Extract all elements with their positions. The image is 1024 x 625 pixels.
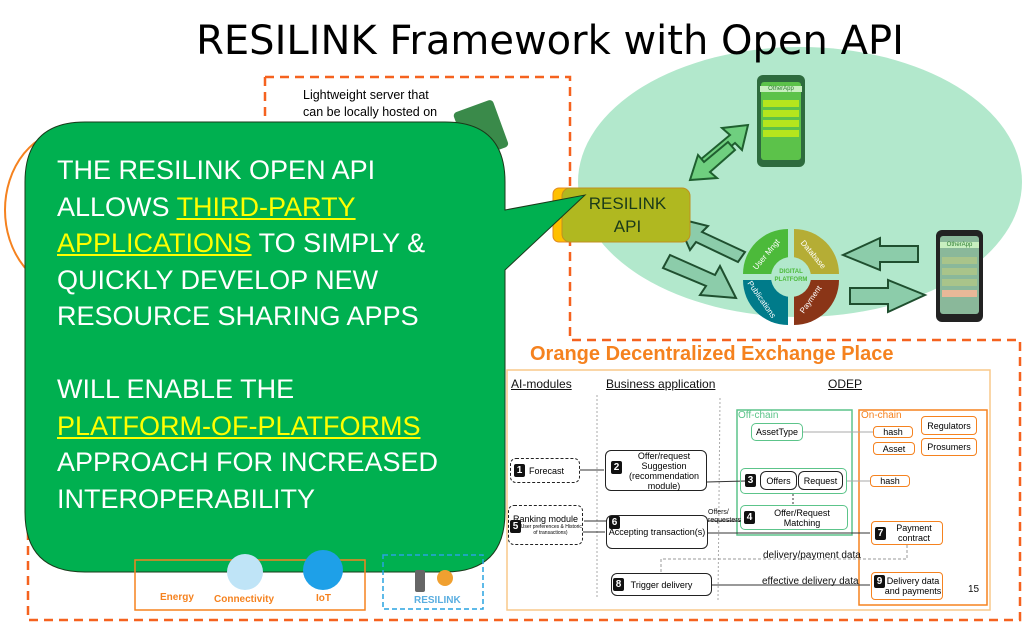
edge-label-effective: effective delivery data — [762, 576, 859, 587]
digital-platform-donut — [743, 229, 839, 325]
iot-icon — [303, 550, 343, 590]
api-label-line: API — [613, 217, 642, 236]
step-accepting: Accepting transaction(s) — [606, 515, 708, 549]
page-number: 15 — [968, 584, 980, 595]
step-number: 3 — [745, 474, 756, 487]
step-number: 5 — [510, 520, 521, 533]
resilink-app-frame — [382, 554, 484, 610]
slide-title: RESILINK Framework with Open API — [196, 18, 904, 64]
callout-text-part: THE RESILINK OPEN API ALLOWS — [57, 155, 376, 222]
arrow-from-api-1 — [688, 140, 737, 182]
phone-app-label: OtherApp — [760, 86, 802, 92]
step-text: Accepting transaction(s) — [608, 527, 706, 537]
callout-text-part: TO SIMPLY & QUICKLY DEVELOP NEW RESOURCE… — [57, 228, 426, 404]
offers-box: Offers — [760, 471, 797, 490]
edge-label-delivery-payment: delivery/payment data — [763, 550, 861, 561]
step-suggestion: Offer/request Suggestion (recommendation… — [605, 450, 707, 491]
edge-label-offers: Offers/ requesters — [708, 509, 742, 524]
assettype-box: AssetType — [751, 423, 803, 441]
arrow-api-platform — [661, 253, 738, 300]
callout-highlight: APPLICATIONS — [57, 228, 252, 258]
platform-center-label: DIGITAL PLATFORM — [774, 269, 808, 283]
step-matching: Offer/Request Matching — [740, 505, 848, 530]
service-connectivity: Connectivity — [214, 594, 275, 605]
step-number: 8 — [613, 578, 624, 591]
phone-app-label: OtherApp — [940, 242, 979, 248]
step-number: 4 — [744, 511, 755, 524]
offers-request-group — [740, 468, 847, 494]
resilink-app-label: RESILINK — [414, 595, 461, 606]
api-label-line: RESILINK — [588, 194, 667, 213]
onchain-label: On-chain — [861, 410, 902, 421]
arrow-platform-phone — [849, 278, 928, 314]
server-dashed-border — [26, 75, 1022, 622]
column-odep: ODEP — [828, 377, 863, 391]
odep-frame — [506, 369, 991, 611]
callout-bubble — [24, 121, 587, 573]
service-energy: Energy — [160, 592, 194, 603]
callout-text: THE RESILINK OPEN API ALLOWS THIRD-PARTY… — [57, 152, 438, 517]
column-business-application: Business application — [606, 377, 716, 391]
prosumers-box: Prosumers — [921, 438, 977, 456]
step-subtext: (User preferences & Historic of transact… — [519, 524, 582, 536]
resilink-api-label: RESILINK API — [570, 192, 685, 238]
hash-box: hash — [873, 426, 913, 438]
server-note-line: Lightweight server that — [303, 88, 429, 102]
step-number: 7 — [875, 527, 886, 540]
asset-box: Asset — [873, 442, 915, 455]
step-number: 2 — [611, 461, 622, 474]
step-text: Offer/request Suggestion (recommendation… — [628, 450, 700, 491]
regulators-box: Regulators — [921, 416, 977, 435]
arrow-phone-platform — [840, 236, 919, 272]
column-ai-modules: AI-modules — [511, 377, 572, 391]
service-iot: IoT — [316, 593, 331, 604]
step-text: Forecast — [529, 465, 565, 476]
request-box: Request — [798, 471, 843, 490]
offchain-label: Off-chain — [738, 410, 779, 421]
farmer-icon — [437, 570, 453, 586]
connectivity-icon — [227, 554, 263, 590]
arrow-platform-api — [674, 216, 747, 264]
step-text: Ranking module — [512, 514, 579, 524]
step-payment-contract: Payment contract — [871, 521, 943, 545]
callout-highlight: PLATFORM-OF-PLATFORMS — [57, 410, 421, 441]
odep-heading: Orange Decentralized Exchange Place — [530, 343, 894, 365]
offchain-frame — [736, 409, 853, 536]
step-number: 1 — [514, 464, 525, 477]
server-note: Lightweight server that can be locally h… — [303, 87, 437, 121]
callout-highlight: THIRD-PARTY — [176, 191, 356, 222]
onchain-frame — [858, 409, 988, 606]
callout-text-part: APPROACH FOR INCREASED INTEROPERABILITY — [57, 447, 439, 514]
step-number: 6 — [609, 516, 620, 529]
resilink-app-icon — [415, 570, 425, 592]
step-trigger-delivery: Trigger delivery — [611, 573, 712, 596]
step-number: 9 — [874, 575, 885, 588]
server-note-line: can be locally hosted on — [303, 105, 438, 119]
hash-box: hash — [870, 475, 910, 487]
step-text: Offer/Request Matching — [774, 507, 830, 528]
